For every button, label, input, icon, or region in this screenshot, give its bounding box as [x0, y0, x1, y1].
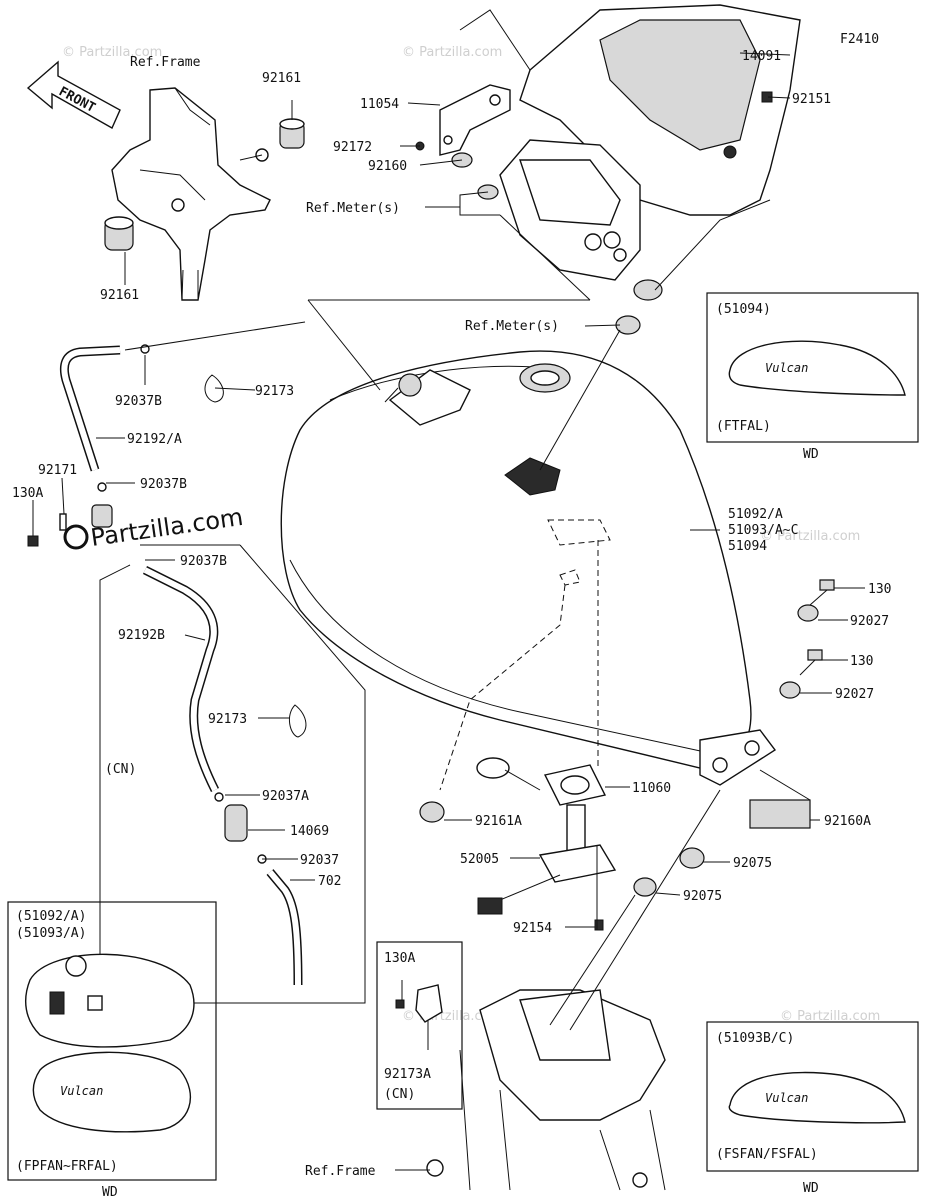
label-92171: 92171 — [38, 463, 77, 478]
label-92075: 92075 — [683, 889, 722, 904]
part-labels: Ref.Frame 14091 92151 11054 92161 92172 … — [12, 49, 891, 1179]
label-92161: 92161 — [100, 288, 139, 303]
label-ref-meters: Ref.Meter(s) — [306, 201, 400, 216]
label-92027: 92027 — [835, 687, 874, 702]
label-ref-frame: Ref.Frame — [305, 1164, 376, 1179]
hose-92192B — [142, 565, 220, 793]
meter-cover-14091 — [519, 4, 801, 216]
hidden-lines — [439, 519, 611, 791]
inset-code: (51092/A) — [16, 909, 86, 924]
collar-92027-bottom — [779, 681, 801, 699]
label-92192B: 92192B — [118, 628, 165, 643]
collar-92027-top — [797, 604, 819, 622]
inset-part: 92173A — [384, 1067, 431, 1082]
damper-92075-top — [679, 847, 705, 869]
frame-top-left — [111, 87, 271, 301]
bolt-130-top — [809, 579, 835, 606]
bracket-11054 — [439, 84, 511, 156]
rubber-cap-92161-top — [279, 118, 305, 149]
inset-note: WD — [803, 447, 819, 462]
leader-lines — [32, 9, 865, 1171]
inset-cn: 130A 92173A (CN) — [376, 941, 463, 1110]
label-92160: 92160 — [368, 159, 407, 174]
tank-script: Vulcan — [765, 1091, 808, 1105]
copyright-circle-icon — [63, 524, 89, 550]
label-tank-51094: 51094 — [728, 539, 767, 554]
label-14091: 14091 — [742, 49, 781, 64]
watermark: © Partzilla.com — [402, 45, 502, 60]
inset-code: (51094) — [716, 302, 771, 317]
label-130: 130 — [850, 654, 873, 669]
inset-fsfan: (51093B/C) Vulcan (FSFAN/FSFAL) WD — [706, 1021, 919, 1196]
valve-assembly — [27, 482, 113, 547]
fuel-pump-52005 — [476, 757, 617, 915]
frame-bottom — [426, 989, 666, 1191]
tank-bracket — [699, 729, 777, 786]
label-92037A: 92037A — [262, 789, 309, 804]
fuel-valve — [384, 369, 471, 426]
label-92192A: 92192/A — [127, 432, 182, 447]
hose-92192A — [59, 345, 121, 472]
label-92037B: 92037B — [115, 394, 162, 409]
bolt-130-bottom — [799, 649, 823, 676]
label-11054: 11054 — [360, 97, 399, 112]
inset-ftfal: (51094) Vulcan (FTFAL) WD — [706, 292, 919, 462]
figure-code: F2410 — [840, 32, 879, 47]
tank-script: Vulcan — [765, 361, 808, 375]
label-92037B: 92037B — [180, 554, 227, 569]
fuel-tank — [280, 350, 752, 769]
inset-note: WD — [102, 1185, 118, 1200]
inset-model: (FPFAN~FRFAL) — [16, 1159, 118, 1174]
label-92173: 92173 — [255, 384, 294, 399]
label-92172: 92172 — [333, 140, 372, 155]
label-tank-51092A: 51092/A — [728, 507, 783, 522]
meter-assembly — [499, 139, 663, 301]
rubber-cap-92161-bottom — [104, 216, 134, 251]
inset-code: (51093B/C) — [716, 1031, 794, 1046]
label-92037: 92037 — [300, 853, 339, 868]
watermark: © Partzilla.com — [760, 529, 860, 544]
label-92173: 92173 — [208, 712, 247, 727]
label-ref-frame: Ref.Frame — [130, 55, 201, 70]
pad-92160A — [749, 799, 811, 829]
label-92161: 92161 — [262, 71, 301, 86]
front-arrow-icon: FRONT — [26, 60, 121, 129]
label-92161A: 92161A — [475, 814, 522, 829]
clamp-92173-lower — [288, 704, 307, 738]
watermark: © Partzilla.com — [62, 45, 162, 60]
label-92037B: 92037B — [140, 477, 187, 492]
label-ref-meters: Ref.Meter(s) — [465, 319, 559, 334]
inset-fpfan: (51092/A) (51093/A) Vulcan (FPFAN~FRFAL)… — [7, 901, 217, 1200]
inset-model: (CN) — [384, 1087, 415, 1102]
label-92151: 92151 — [792, 92, 831, 107]
label-14069: 14069 — [290, 824, 329, 839]
watermark: © Partzilla.com — [780, 1009, 880, 1024]
inset-code: (51093/A) — [16, 926, 86, 941]
label-92160A: 92160A — [824, 814, 871, 829]
label-92075: 92075 — [733, 856, 772, 871]
damper-92161A — [419, 801, 445, 823]
tank-script: Vulcan — [60, 1084, 103, 1098]
inset-model: (FSFAN/FSFAL) — [716, 1147, 818, 1162]
label-130: 130 — [868, 582, 891, 597]
label-92154: 92154 — [513, 921, 552, 936]
clamp-92173 — [204, 374, 224, 403]
damper-92075-bottom — [633, 877, 657, 897]
label-tank-51093AC: 51093/A~C — [728, 523, 798, 538]
hose-702 — [266, 869, 303, 986]
label-11060: 11060 — [632, 781, 671, 796]
label-702: 702 — [318, 874, 341, 889]
label-130A: 130A — [12, 486, 43, 501]
inset-model: (FTFAL) — [716, 419, 771, 434]
inset-part: 130A — [384, 951, 415, 966]
inset-note: WD — [803, 1181, 819, 1196]
label-92027: 92027 — [850, 614, 889, 629]
filter-14069 — [214, 792, 267, 864]
label-52005: 52005 — [460, 852, 499, 867]
screw-92154 — [594, 919, 604, 931]
label-cn: (CN) — [105, 762, 136, 777]
